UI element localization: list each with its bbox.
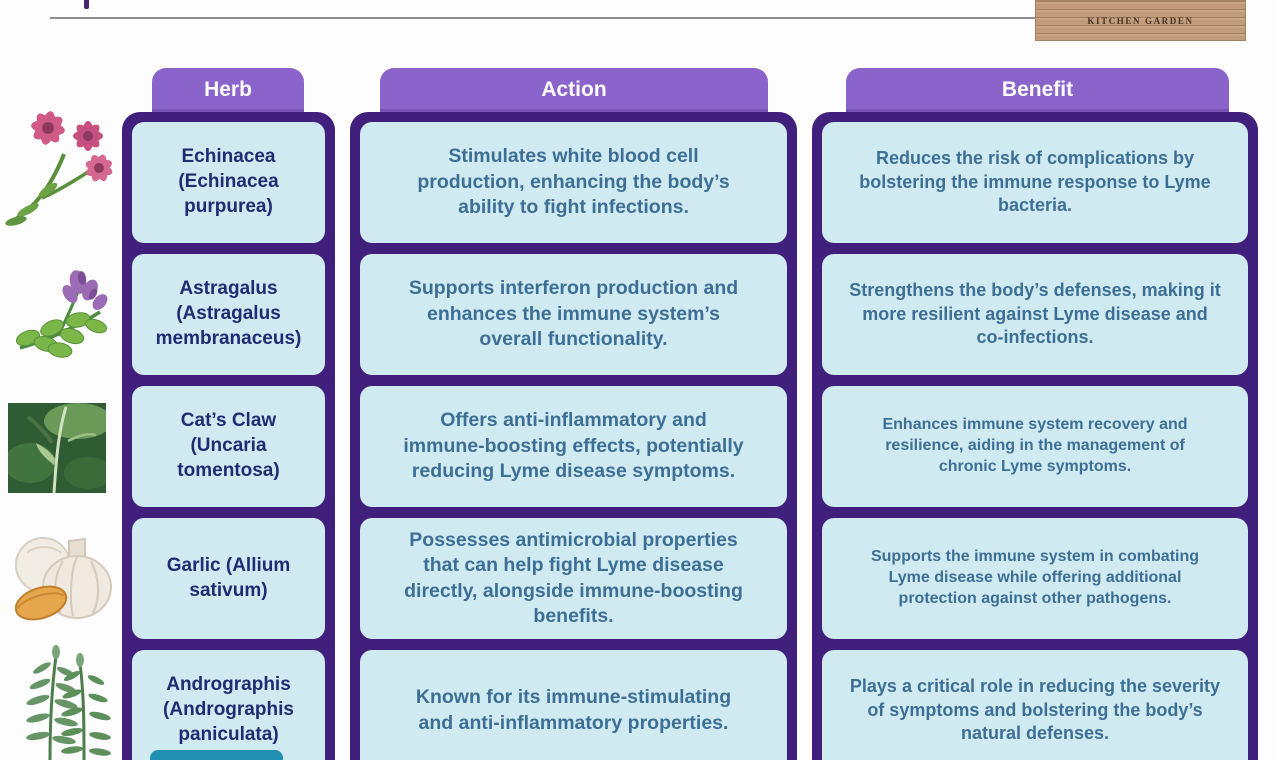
action-cell: Possesses antimicrobial properties that … [360, 518, 787, 639]
benefit-cell-text: Reduces the risk of complications by bol… [859, 148, 1211, 216]
garlic-illustration [5, 521, 117, 638]
action-cell: Offers anti-inflammatory and immune-boos… [360, 386, 787, 507]
action-cell-text: Supports interferon production and enhan… [408, 277, 739, 351]
flower-1 [31, 111, 65, 145]
partial-next-cell [150, 750, 283, 760]
action-column: Stimulates white blood cell production, … [350, 112, 797, 760]
flower-3 [85, 154, 113, 182]
herb-column: Echinacea (Echinacea purpurea) Astragalus… [122, 112, 335, 760]
column-header-herb-label: Herb [204, 78, 252, 101]
benefit-cell: Strengthens the body’s defenses, making … [822, 254, 1248, 375]
benefit-cell: Plays a critical role in reducing the se… [822, 650, 1248, 760]
benefit-cell-text: Enhances immune system recovery and resi… [882, 416, 1188, 475]
column-header-herb: Herb [152, 68, 304, 112]
herb-cell-text: Echinacea (Echinacea purpurea) [178, 146, 279, 217]
herb-cell: Andrographis (Andrographis paniculata) [132, 650, 325, 760]
kitchen-garden-logo-text: KITCHEN GARDEN [1087, 15, 1194, 26]
herb-cell: Echinacea (Echinacea purpurea) [132, 122, 325, 243]
action-cell-text: Possesses antimicrobial properties that … [404, 528, 743, 627]
benefit-column: Reduces the risk of complications by bol… [812, 112, 1258, 760]
herb-cell-text: Astragalus (Astragalus membranaceus) [155, 278, 302, 349]
action-cell: Stimulates white blood cell production, … [360, 122, 787, 243]
benefit-cell: Enhances immune system recovery and resi… [822, 386, 1248, 507]
herb-cell: Garlic (Allium sativum) [132, 518, 325, 639]
benefit-cell-text: Strengthens the body’s defenses, making … [849, 280, 1221, 348]
herb-cell-text: Garlic (Allium sativum) [166, 554, 291, 601]
action-cell-text: Offers anti-inflammatory and immune-boos… [403, 409, 744, 483]
herb-cell: Cat’s Claw (Uncaria tomentosa) [132, 386, 325, 507]
herb-cell: Astragalus (Astragalus membranaceus) [132, 254, 325, 375]
header-divider-line [50, 17, 1042, 19]
cropped-title-fragment [84, 0, 89, 9]
action-cell-text: Known for its immune-stimulating and ant… [415, 686, 732, 734]
column-header-action-label: Action [541, 78, 607, 101]
herb-cell-text: Cat’s Claw (Uncaria tomentosa) [177, 410, 280, 481]
benefit-cell: Supports the immune system in combating … [822, 518, 1248, 639]
column-header-benefit-label: Benefit [1001, 78, 1074, 101]
benefit-cell-text: Plays a critical role in reducing the se… [849, 676, 1221, 744]
cats-claw-illustration [4, 403, 112, 498]
action-cell: Supports interferon production and enhan… [360, 254, 787, 375]
andrographis-illustration [20, 638, 115, 760]
flower-2 [73, 121, 103, 151]
benefit-cell: Reduces the risk of complications by bol… [822, 122, 1248, 243]
action-cell: Known for its immune-stimulating and ant… [360, 650, 787, 760]
column-header-action: Action [380, 68, 768, 112]
echinacea-illustration [2, 106, 120, 239]
herb-cell-text: Andrographis (Andrographis paniculata) [163, 674, 294, 745]
column-header-benefit: Benefit [846, 68, 1229, 112]
astragalus-illustration [8, 256, 120, 373]
kitchen-garden-logo: KITCHEN GARDEN [1035, 0, 1246, 41]
action-cell-text: Stimulates white blood cell production, … [417, 145, 730, 219]
benefit-cell-text: Supports the immune system in combating … [870, 548, 1200, 607]
